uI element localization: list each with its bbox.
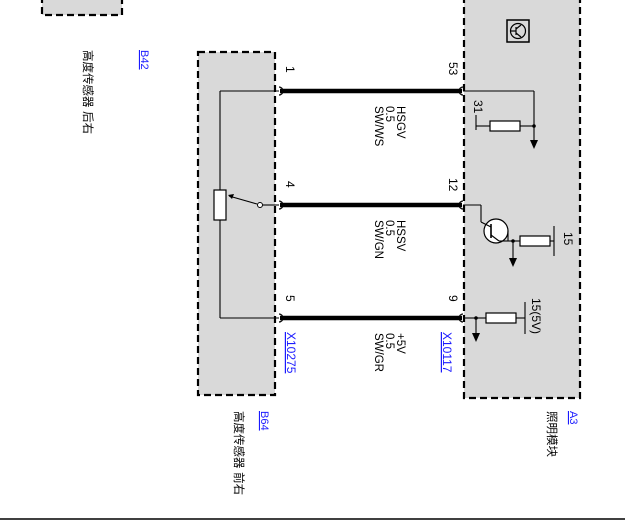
wire-signal-hssv: HSSV [394, 220, 406, 252]
wire-size-hsgv: 0.5 [383, 106, 395, 122]
b64-component-name: 高度传感器 前右 [232, 411, 246, 495]
wire-label-hssv: HSSV 0.5 SW/GN [372, 220, 406, 259]
b42-reference-link[interactable]: B42 [138, 50, 150, 70]
pin-label-left-3: 5 [283, 295, 297, 302]
wire-label-hsgv: HSGV 0.5 SW/WS [372, 106, 406, 147]
b64-component-box [196, 50, 277, 397]
b42-component-name: 高度传感器 后右 [81, 50, 95, 134]
potentiometer-circuit [213, 90, 279, 319]
wire-signal-hsgv: HSGV [394, 106, 406, 139]
a3-transistor-circuit [463, 204, 555, 267]
wire-color-hsgv: SW/WS [372, 106, 384, 147]
wire-signal-5v: +5V [394, 333, 406, 354]
pin-label-right-3: 9 [446, 295, 460, 302]
b42-component-box [40, 0, 124, 17]
a3-supply-circuit [463, 302, 526, 342]
transistor-symbol-icon [506, 19, 530, 43]
b64-reference-link[interactable]: B64 [258, 411, 270, 431]
supply-label-15-5v: 15(5V) [529, 298, 543, 334]
pin-label-right-2: 12 [446, 178, 460, 192]
terminal-markers [278, 86, 464, 323]
connector-left-link[interactable]: X10275 [284, 332, 298, 374]
wire-color-hssv: SW/GN [372, 220, 384, 259]
pin-label-right-1: 53 [446, 62, 460, 76]
supply-label-15: 15 [561, 232, 575, 246]
connector-right-link[interactable]: X10117 [440, 332, 454, 373]
a3-component-name: 照明模块 [545, 411, 559, 457]
pin-label-left-1: 1 [283, 66, 297, 73]
ground-pin-label: 31 [471, 100, 485, 114]
wire-label-5v: +5V 0.5 SW/GR [372, 333, 406, 372]
a3-ground-circuit [463, 90, 538, 149]
a3-reference-link[interactable]: A3 [567, 411, 579, 424]
a3-component-box [462, 0, 582, 400]
wire-size-5v: 0.5 [383, 333, 395, 349]
wire-size-hssv: 0.5 [383, 220, 395, 236]
wire-color-5v: SW/GR [372, 333, 384, 372]
pin-label-left-2: 4 [283, 181, 297, 188]
